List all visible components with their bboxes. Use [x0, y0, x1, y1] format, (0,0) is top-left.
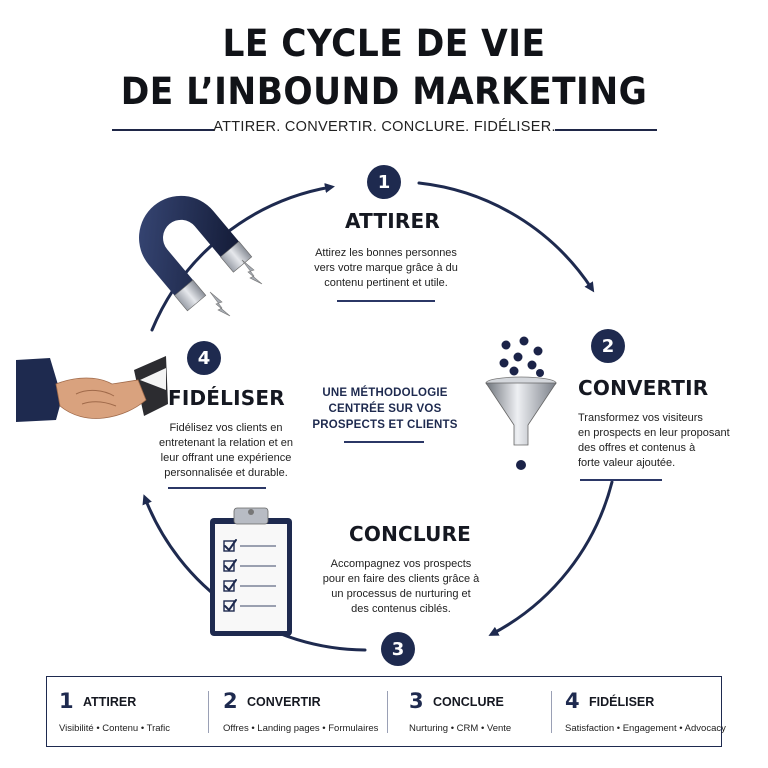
- summary-number: 4: [565, 689, 580, 713]
- stage-2-underline: [580, 479, 662, 481]
- center-text-line: UNE MÉTHODOLOGIE: [322, 387, 448, 399]
- stage-4-description: Fidélisez vos clients en entretenant la …: [156, 421, 296, 481]
- center-methodology-text: UNE MÉTHODOLOGIE CENTRÉE SUR VOS PROSPEC…: [305, 385, 465, 433]
- summary-number: 3: [409, 689, 424, 713]
- center-text-line: CENTRÉE SUR VOS: [328, 403, 442, 415]
- summary-title: CONVERTIR: [247, 695, 321, 709]
- stage-1-desc-line: contenu pertinent et utile.: [324, 277, 448, 289]
- funnel-icon: [485, 336, 557, 470]
- stage-1-underline: [337, 300, 435, 302]
- summary-item-conclure: 3 CONCLURE Nurturing • CRM • Vente: [397, 677, 547, 745]
- summary-detail: Satisfaction • Engagement • Advocacy: [565, 723, 726, 734]
- subtitle-left-rule: [112, 129, 214, 131]
- stage-2-number: 2: [591, 329, 625, 363]
- summary-item-attirer: 1 ATTIRER Visibilité • Contenu • Trafic: [47, 677, 207, 745]
- summary-divider: [551, 691, 552, 733]
- subtitle-right-rule: [555, 129, 657, 131]
- summary-item-convertir: 2 CONVERTIR Offres • Landing pages • For…: [211, 677, 391, 745]
- stage-3-desc-line: des contenus ciblés.: [351, 603, 451, 615]
- summary-box: 1 ATTIRER Visibilité • Contenu • Trafic …: [46, 676, 726, 747]
- stage-2-description: Transformez vos visiteurs en prospects e…: [578, 411, 748, 471]
- stage-4-desc-line: personnalisée et durable.: [164, 467, 288, 479]
- stage-1-desc-line: vers votre marque grâce à du: [314, 262, 458, 274]
- page-title-line-1: LE CYCLE DE VIE: [222, 22, 546, 65]
- summary-divider: [208, 691, 209, 733]
- summary-title: CONCLURE: [433, 695, 504, 709]
- summary-detail: Nurturing • CRM • Vente: [409, 723, 512, 734]
- stage-3-desc-line: pour en faire des clients grâce à: [322, 573, 480, 585]
- stage-1-title: ATTIRER: [345, 209, 440, 233]
- summary-title: ATTIRER: [83, 695, 137, 709]
- summary-title: FIDÉLISER: [589, 695, 655, 709]
- arc-1-to-2: [417, 181, 595, 293]
- arc-2-to-3: [488, 480, 614, 636]
- magnet-icon: [139, 195, 263, 317]
- clipboard-checklist-icon: [210, 507, 292, 636]
- page-title-line-2: DE L’INBOUND MARKETING: [120, 70, 648, 113]
- stage-3-desc-line: un processus de nurturing et: [331, 588, 471, 600]
- summary-detail: Visibilité • Contenu • Trafic: [59, 723, 171, 734]
- summary-number: 2: [223, 689, 238, 713]
- summary-divider: [387, 691, 388, 733]
- center-underline: [344, 441, 424, 443]
- stage-2-desc-line: forte valeur ajoutée.: [578, 457, 676, 469]
- stage-3-description: Accompagnez vos prospects pour en faire …: [316, 557, 486, 617]
- stage-1-number: 1: [367, 165, 401, 199]
- center-text-line: PROSPECTS ET CLIENTS: [312, 419, 458, 431]
- stage-4-title: FIDÉLISER: [168, 386, 285, 410]
- subtitle: ATTIRER. CONVERTIR. CONCLURE. FIDÉLISER.: [213, 119, 556, 135]
- stage-2-desc-line: des offres et contenus à: [578, 442, 696, 454]
- summary-number: 1: [59, 689, 74, 713]
- stage-1-description: Attirez les bonnes personnes vers votre …: [306, 246, 466, 291]
- stage-2-desc-line: en prospects en leur proposant: [578, 427, 730, 439]
- subtitle-row: ATTIRER. CONVERTIR. CONCLURE. FIDÉLISER.: [112, 119, 657, 139]
- summary-item-fideliser: 4 FIDÉLISER Satisfaction • Engagement • …: [553, 677, 726, 745]
- stage-4-desc-line: leur offrant une expérience: [160, 452, 292, 464]
- handshake-icon: [16, 356, 168, 422]
- stage-4-desc-line: Fidélisez vos clients en: [169, 422, 283, 434]
- stage-2-title: CONVERTIR: [578, 376, 709, 400]
- stage-4-underline: [168, 487, 266, 489]
- stage-3-title: CONCLURE: [349, 522, 472, 546]
- stage-1-desc-line: Attirez les bonnes personnes: [315, 247, 457, 259]
- stage-4-desc-line: entretenant la relation et en: [159, 437, 293, 449]
- stage-3-desc-line: Accompagnez vos prospects: [330, 558, 472, 570]
- stage-3-number: 3: [381, 632, 415, 666]
- stage-2-desc-line: Transformez vos visiteurs: [578, 412, 703, 424]
- stage-4-number: 4: [187, 341, 221, 375]
- summary-detail: Offres • Landing pages • Formulaires: [223, 723, 379, 734]
